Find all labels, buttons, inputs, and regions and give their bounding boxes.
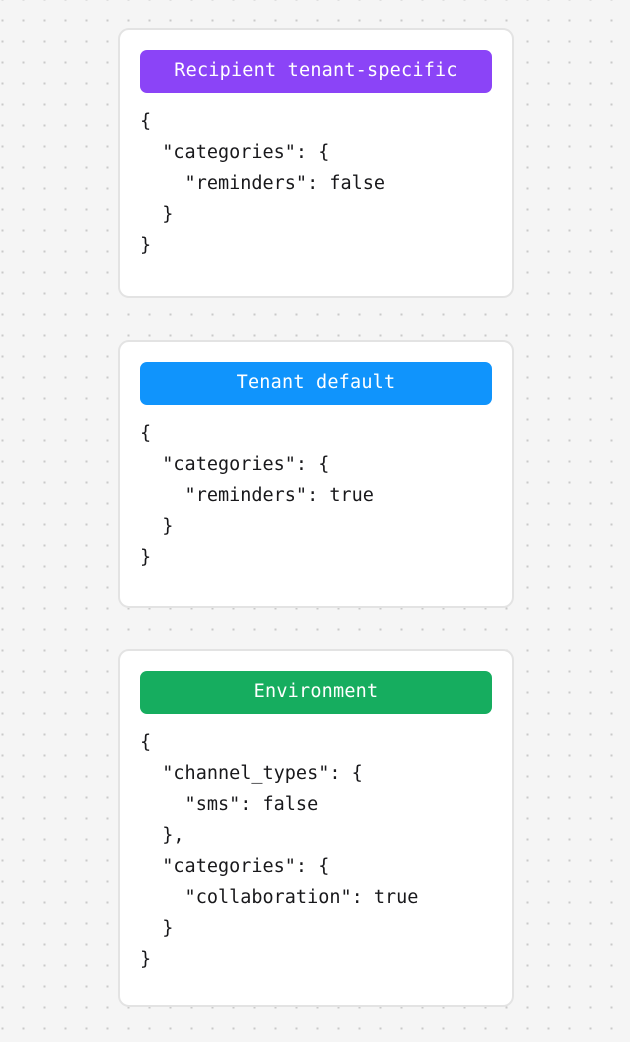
preference-card-recipient-tenant-specific: Recipient tenant-specific { "categories"… <box>118 28 514 298</box>
card-code-environment: { "channel_types": { "sms": false }, "ca… <box>140 732 419 970</box>
card-code-recipient-tenant-specific: { "categories": { "reminders": false } } <box>140 111 386 256</box>
card-code-tenant-default: { "categories": { "reminders": true } } <box>140 423 374 568</box>
card-header-environment: Environment <box>140 671 492 714</box>
card-header-recipient-tenant-specific: Recipient tenant-specific <box>140 50 492 93</box>
preference-card-environment: Environment { "channel_types": { "sms": … <box>118 649 514 1007</box>
card-header-tenant-default: Tenant default <box>140 362 492 405</box>
preference-card-tenant-default: Tenant default { "categories": { "remind… <box>118 340 514 608</box>
